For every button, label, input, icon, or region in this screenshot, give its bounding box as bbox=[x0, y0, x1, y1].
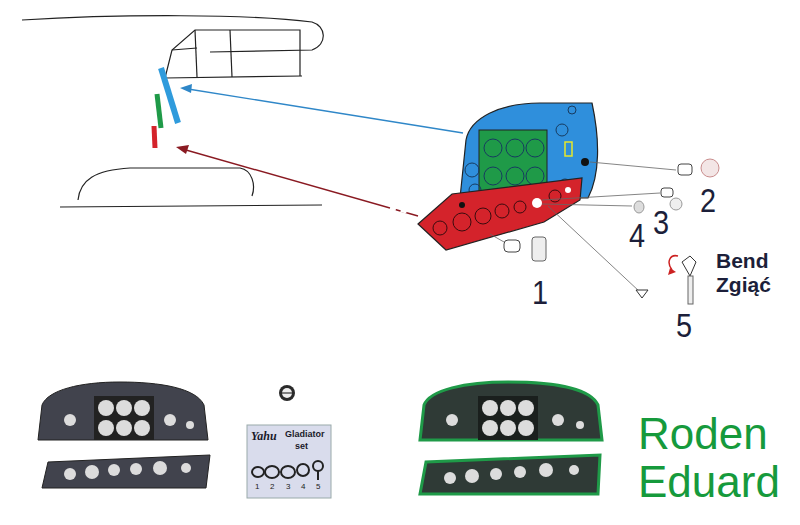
callout-number: 1 bbox=[532, 275, 548, 309]
callout-number: 3 bbox=[653, 205, 669, 239]
callout-number: 5 bbox=[676, 308, 692, 342]
part-number: 3 bbox=[286, 483, 290, 491]
part-number: 2 bbox=[270, 483, 274, 491]
instruction-text: Zgiąć bbox=[716, 274, 771, 295]
fuselage-outline bbox=[22, 16, 323, 207]
callout-number: 2 bbox=[700, 183, 716, 217]
part-number: 1 bbox=[255, 483, 259, 491]
card-text: set bbox=[295, 442, 308, 451]
brand-name: Eduard bbox=[638, 460, 780, 504]
brand-name: Roden bbox=[638, 412, 768, 456]
card-text: Gladiator bbox=[285, 430, 325, 439]
instruction-text: Bend bbox=[716, 250, 769, 271]
part-number: 4 bbox=[301, 483, 305, 491]
part-number: 5 bbox=[316, 483, 320, 491]
card-text: Yahu bbox=[251, 430, 277, 442]
callout-number: 4 bbox=[629, 218, 645, 252]
